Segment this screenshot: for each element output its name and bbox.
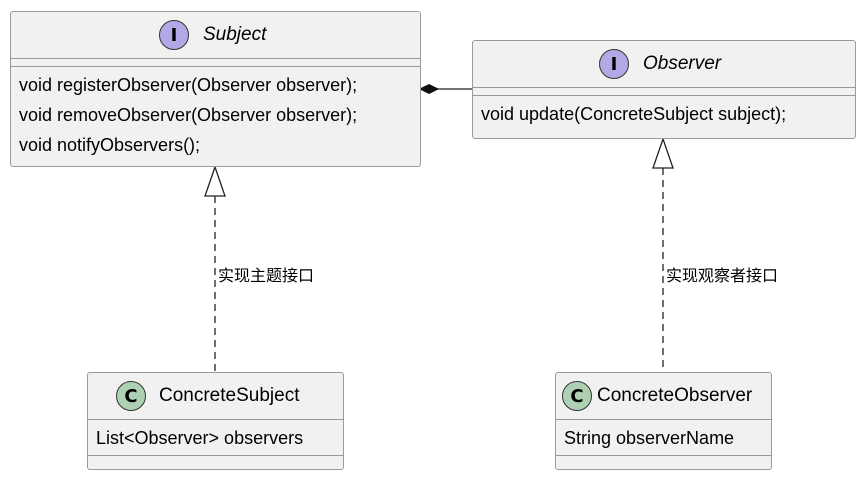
subject-methods: void registerObserver(Observer observer)… (11, 67, 420, 162)
divider (88, 455, 343, 456)
class-stereotype-icon: C (562, 381, 592, 411)
interface-stereotype-icon: I (159, 20, 189, 50)
subject-class-name: Subject (203, 24, 267, 45)
observer-methods: void update(ConcreteSubject subject); (473, 96, 855, 131)
field-observer-name: String observerName (564, 428, 735, 448)
observer-interface-box[interactable]: I Observer void update(ConcreteSubject s… (472, 40, 856, 139)
divider (556, 455, 771, 456)
interface-stereotype-icon: I (599, 49, 629, 79)
divider (473, 87, 855, 88)
subject-realization-label: 实现主题接口 (218, 266, 315, 285)
observer-class-name: Observer (643, 53, 722, 74)
observer-realization-label: 实现观察者接口 (666, 266, 779, 285)
method-update: void update(ConcreteSubject subject); (481, 104, 787, 124)
field-observers: List<Observer> observers (96, 428, 304, 448)
composition-diamond (418, 83, 440, 95)
method-notify-observers: void notifyObservers(); (19, 135, 201, 155)
concrete-observer-class-name: ConcreteObserver (597, 385, 753, 406)
subject-header: I Subject (11, 12, 420, 58)
observer-header: I Observer (473, 41, 855, 87)
subject-realization-arrowhead (204, 165, 226, 197)
divider (556, 419, 771, 420)
divider (473, 95, 855, 96)
method-remove-observer: void removeObserver(Observer observer); (19, 105, 358, 125)
empty-methods-compartment (556, 456, 771, 466)
subject-interface-box[interactable]: I Subject void registerObserver(Observer… (10, 11, 421, 167)
divider (11, 58, 420, 59)
concrete-subject-class-name: ConcreteSubject (159, 385, 300, 406)
concrete-subject-box[interactable]: C ConcreteSubject List<Observer> observe… (87, 372, 344, 470)
empty-fields-compartment (11, 59, 420, 66)
empty-methods-compartment (88, 456, 343, 466)
empty-fields-compartment (473, 88, 855, 95)
concrete-observer-fields: String observerName (556, 420, 771, 455)
observer-realization-arrowhead (652, 137, 674, 169)
concrete-observer-header: C ConcreteObserver (556, 373, 771, 419)
divider (88, 419, 343, 420)
concrete-subject-fields: List<Observer> observers (88, 420, 343, 455)
concrete-subject-header: C ConcreteSubject (88, 373, 343, 419)
concrete-observer-box[interactable]: C ConcreteObserver String observerName (555, 372, 772, 470)
method-register-observer: void registerObserver(Observer observer)… (19, 75, 358, 95)
divider (11, 66, 420, 67)
class-stereotype-icon: C (116, 381, 146, 411)
